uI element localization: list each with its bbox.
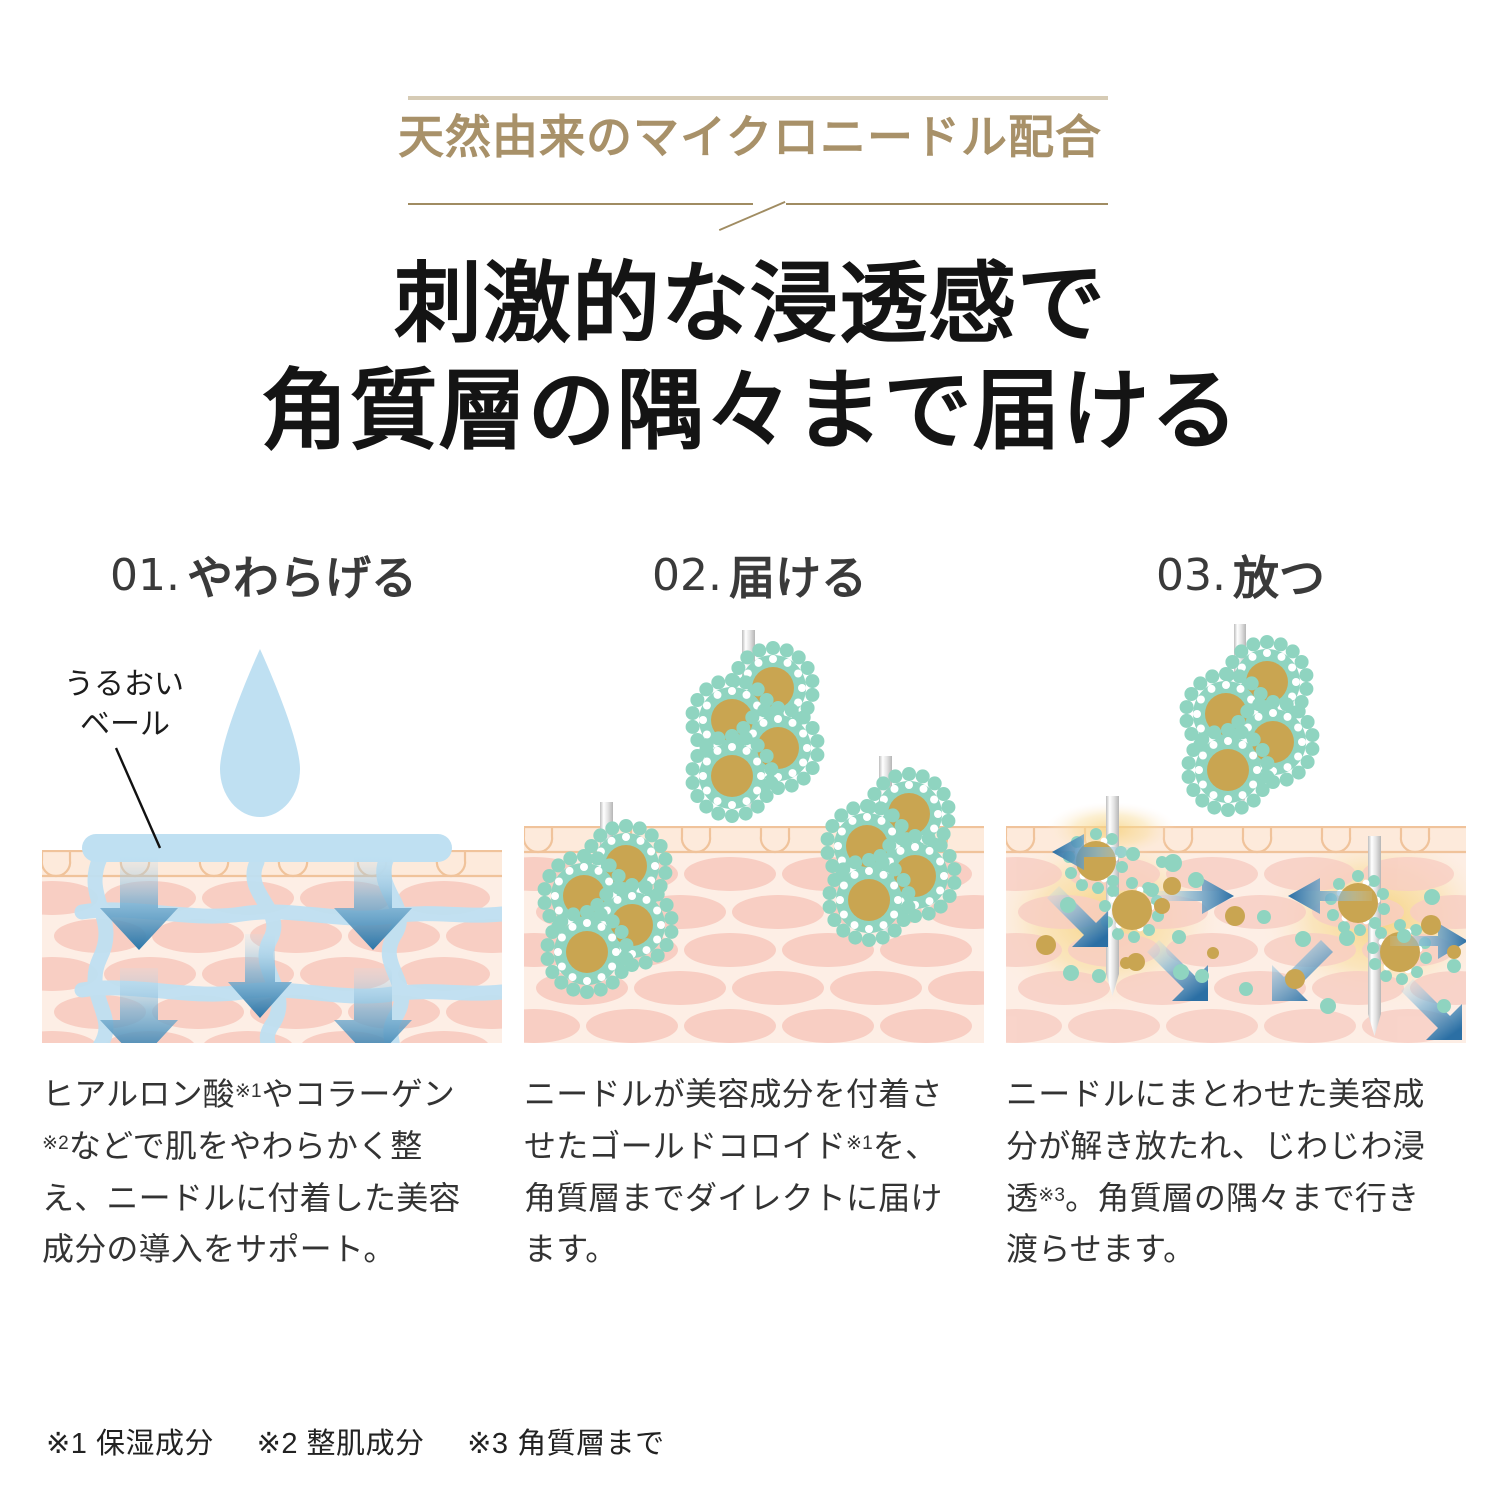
eyebrow-title: 天然由来のマイクロニードル配合	[397, 111, 1103, 163]
step-01-caption: ヒアルロン酸※1やコラーゲン ※2などで肌をやわらかく整え、ニードルに付着した美容…	[42, 1069, 472, 1276]
footnotes: ※1 保湿成分 ※2 整肌成分 ※3 角質層まで	[46, 1420, 699, 1462]
caption-text-a: ニードルが美容成分を付着させたゴールドコロイド	[524, 1076, 943, 1164]
penetration-arrows	[100, 856, 412, 1043]
step-03-illustration	[1006, 618, 1466, 1043]
caption-note-1: ※1	[234, 1081, 262, 1103]
caption-text-b: やコラーゲン	[261, 1076, 455, 1112]
step-01-illustration: うるおい ベール	[42, 618, 502, 1043]
caption-text-c: などで肌をやわらかく整え、ニードルに付着した美容成分の導入をサポート。	[42, 1127, 461, 1268]
moisture-veil-annotation: うるおい ベール	[64, 668, 184, 849]
page-title-line-2: 角質層の隅々まで届ける	[260, 361, 1240, 461]
eyebrow-rule-bottom-right	[786, 203, 1108, 205]
caption-note-1: ※1	[846, 1132, 873, 1154]
header-eyebrow-block: 天然由来のマイクロニードル配合	[0, 0, 1500, 235]
page-title-line-1: 刺激的な浸透感で	[393, 254, 1106, 353]
step-card-03: 03. 放つ	[1006, 540, 1466, 1276]
step-card-01: 01. やわらげる	[42, 540, 502, 1276]
page-title: 刺激的な浸透感で 角質層の隅々まで届ける	[0, 250, 1500, 465]
moisture-veil-band	[82, 834, 452, 862]
step-01-heading: 01. やわらげる	[42, 540, 502, 610]
caption-note-2: ※2	[42, 1132, 69, 1154]
leader-line	[114, 747, 162, 849]
footnote-3: ※3 角質層まで	[467, 1428, 665, 1460]
step-02-illustration	[524, 618, 984, 1043]
step-02-label: 届ける	[728, 552, 867, 604]
step-01-number: 01.	[110, 549, 180, 601]
step-02-heading: 02. 届ける	[524, 540, 984, 610]
step-03-number: 03.	[1156, 549, 1226, 601]
caption-text-b: 。角質層の隅々まで行き渡らせます。	[1006, 1179, 1420, 1268]
caption-text-a: ニードルにまとわせた美容成分が解き放たれ、じわじわ浸透	[1006, 1076, 1425, 1216]
step-03-caption: ニードルにまとわせた美容成分が解き放たれ、じわじわ浸透※3。角質層の隅々まで行き…	[1006, 1069, 1436, 1276]
step-02-number: 02.	[652, 549, 722, 601]
step-03-heading: 03. 放つ	[1006, 540, 1466, 610]
eyebrow-rule-top	[408, 96, 1108, 100]
eyebrow-pointer-tail	[718, 201, 786, 231]
scattered-particles	[1036, 847, 1461, 1014]
steps-row: 01. やわらげる	[0, 540, 1500, 1360]
caption-text-a: ヒアルロン酸	[42, 1076, 235, 1112]
step-01-label: やわらげる	[186, 552, 417, 604]
footnote-1: ※1 保湿成分	[46, 1428, 214, 1460]
step-02-caption: ニードルが美容成分を付着させたゴールドコロイド※1を、角質層までダイレクトに届け…	[524, 1069, 954, 1276]
eyebrow-rule-bottom-left	[408, 203, 753, 205]
footnote-2: ※2 整肌成分	[256, 1428, 425, 1460]
caption-note-1: ※3	[1038, 1184, 1066, 1206]
water-droplet-shape	[220, 649, 300, 817]
annotation-line-2: ベール	[80, 708, 170, 741]
step-card-02: 02. 届ける	[524, 540, 984, 1276]
annotation-line-1: うるおい	[64, 668, 184, 701]
caption-text-b: を、角質層までダイレクトに届けます。	[524, 1127, 943, 1268]
step-03-label: 放つ	[1232, 552, 1325, 604]
